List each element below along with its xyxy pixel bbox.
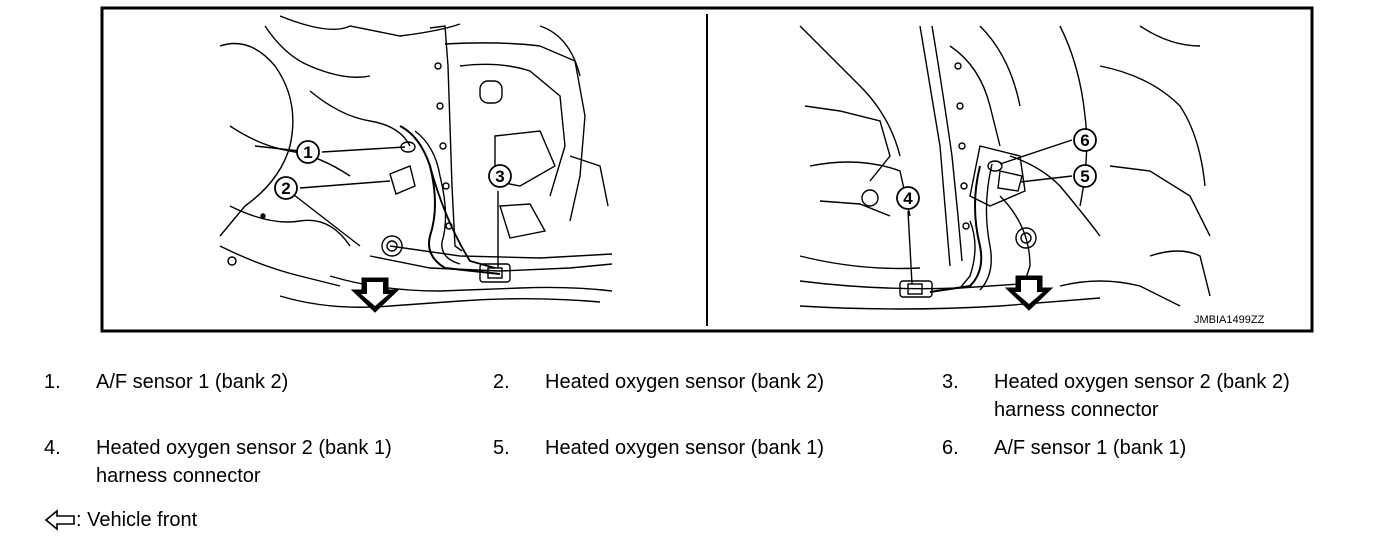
callout-6: 6 — [1073, 128, 1097, 152]
callout-5: 5 — [1073, 164, 1097, 188]
callout-6-label: 6 — [1080, 131, 1089, 150]
callout-3-label: 3 — [495, 167, 504, 186]
hollow-left-arrow-icon — [44, 509, 75, 531]
callout-3: 3 — [488, 164, 512, 188]
vehicle-front-note: : Vehicle front — [44, 506, 197, 534]
legend-number: 6. — [942, 437, 959, 459]
legend-item-2: 2. Heated oxygen sensor (bank 2) — [493, 368, 913, 398]
right-panel-bank1 — [799, 25, 1211, 310]
legend-number: 2. — [493, 371, 510, 393]
legend-number: 3. — [942, 371, 959, 393]
legend-number: 5. — [493, 437, 510, 459]
left-panel-bank2 — [219, 15, 613, 308]
legend-text: Heated oxygen sensor (bank 2) — [545, 371, 825, 393]
callout-4-label: 4 — [903, 189, 913, 208]
legend-item-3: 3. Heated oxygen sensor 2 (bank 2) harne… — [942, 368, 1362, 426]
legend-text: Heated oxygen sensor (bank 1) — [545, 437, 825, 459]
legend-text: Heated oxygen sensor 2 (bank 2) — [994, 371, 1290, 393]
legend-item-1: 1. A/F sensor 1 (bank 2) — [44, 368, 464, 398]
legend-text: Heated oxygen sensor 2 (bank 1) — [96, 437, 392, 459]
legend-text-line2: harness connector — [994, 399, 1159, 421]
callout-2-label: 2 — [281, 179, 290, 198]
callout-1: 1 — [296, 140, 320, 164]
legend-item-5: 5. Heated oxygen sensor (bank 1) — [493, 434, 913, 464]
legend-text: A/F sensor 1 (bank 1) — [994, 437, 1187, 459]
legend-number: 4. — [44, 437, 61, 459]
legend-number: 1. — [44, 371, 61, 393]
location-diagram: 1 2 3 — [100, 6, 1314, 333]
legend-item-6: 6. A/F sensor 1 (bank 1) — [942, 434, 1362, 464]
legend-item-4: 4. Heated oxygen sensor 2 (bank 1) harne… — [44, 434, 464, 492]
callout-4: 4 — [896, 186, 920, 210]
callout-1-label: 1 — [303, 143, 312, 162]
legend-text-line2: harness connector — [96, 465, 261, 487]
vehicle-front-label: : Vehicle front — [76, 509, 198, 531]
callout-5-label: 5 — [1080, 167, 1089, 186]
figure-code: JMBIA1499ZZ — [1194, 314, 1265, 326]
callout-2: 2 — [274, 176, 298, 200]
legend-text: A/F sensor 1 (bank 2) — [96, 371, 289, 393]
